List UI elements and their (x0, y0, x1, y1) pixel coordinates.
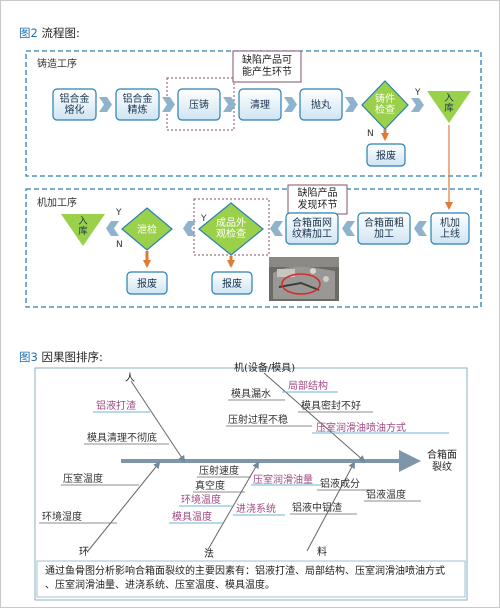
machining-storage-triangle: 入库 (61, 214, 105, 246)
step-al-refining: 铝合金精炼 (115, 88, 160, 121)
step-rough-machining: 合箱面粗加工 (357, 212, 411, 245)
step-shot-blasting-label: 抛丸 (311, 98, 331, 111)
category-machine: 机(设备/模具) (234, 361, 295, 374)
defect-found-text: 缺陷产品发现环节 (298, 186, 338, 211)
leak-yes-label: Y (115, 208, 122, 218)
step-cleaning: 清理 (238, 88, 282, 121)
defect-possible-callout (232, 50, 302, 83)
cause-chamber-temp: 压室温度 (63, 472, 103, 485)
casting-yes-label: Y (414, 88, 421, 98)
step-finish-machining-label: 合箱面网纹精加工 (292, 216, 332, 240)
casting-stage-label: 铸造工序 (37, 57, 77, 70)
casting-scrap-label: 报废 (376, 149, 396, 162)
step-rough-machining-label: 合箱面粗加工 (364, 216, 404, 240)
flow-chevron (411, 98, 424, 112)
machining-stage-label: 机加工序 (37, 196, 77, 209)
cause-vacuum: 真空度 (195, 479, 225, 492)
category-person: 人 (125, 372, 135, 384)
flow-chevron (162, 97, 175, 112)
flow-chevron (345, 97, 358, 112)
visual-inspection-diamond: 成品外观检查 (198, 202, 264, 256)
visual-inspection-label: 成品外观检查 (216, 217, 246, 240)
fishbone-head-arrow (399, 450, 421, 472)
casting-inspection-diamond: 铸件检查 (361, 80, 409, 130)
step-machining-entry: 机加上线 (430, 212, 470, 245)
flow-chevron (284, 97, 297, 112)
leak-scrap-label: 报废 (137, 277, 157, 290)
step-machining-entry-label: 机加上线 (440, 216, 460, 240)
figure3-title-text: 因果图排序: (41, 350, 103, 364)
cause-lube-spray-method: 压室润滑油喷油方式 (316, 421, 406, 434)
figure3-number: 图3 (19, 350, 38, 364)
category-material: 料 (317, 545, 327, 558)
cause-al-slag-content: 铝液中铝渣 (292, 501, 342, 514)
flow-chevron (99, 97, 112, 112)
leak-no-label: N (116, 240, 123, 250)
bone-method (205, 461, 260, 554)
step-shot-blasting: 抛丸 (299, 88, 343, 121)
step-al-melting: 铝合金熔化 (52, 88, 97, 121)
figure2-title-text: 流程图: (41, 26, 80, 40)
flow-chevron (106, 221, 119, 236)
casting-storage-label: 入库 (444, 93, 454, 114)
cause-mold-temp: 模具温度 (172, 510, 212, 523)
summary-text: 通过鱼骨图分析影响合箱面裂纹的主要因素有：铝液打渣、局部结构、压室润滑油喷油方式… (45, 564, 445, 591)
bone-machine (263, 372, 366, 463)
fishbone-head-label: 合箱面裂纹 (427, 448, 457, 473)
machining-stage-frame (25, 188, 482, 308)
leak-scrap: 报废 (126, 271, 168, 295)
leak-test-diamond: 泄检 (121, 207, 173, 251)
visual-scrap: 报废 (211, 271, 253, 295)
step-die-casting-label: 压铸 (189, 98, 209, 111)
visual-yes-label: Y (200, 214, 207, 224)
cause-ambient-humidity: 环境湿度 (42, 510, 82, 523)
casting-storage-triangle: 入库 (427, 91, 471, 123)
category-environment: 环 (79, 547, 89, 558)
flow-chevron (223, 97, 236, 112)
cause-ambient-temp: 环境温度 (181, 493, 221, 506)
summary-box (36, 560, 466, 598)
leak-test-label: 泄检 (137, 223, 157, 236)
figure2-title: 图2 流程图: (19, 25, 80, 41)
figure2-number: 图2 (19, 26, 38, 40)
bone-environment (87, 461, 161, 552)
casting-scrap: 报废 (366, 143, 406, 167)
step-al-melting-label: 铝合金熔化 (60, 92, 90, 116)
defect-possible-text: 缺陷产品可能产生环节 (242, 53, 292, 78)
cause-mold-leak: 模具漏水 (231, 388, 271, 400)
cause-local-structure: 局部结构 (288, 379, 328, 392)
flow-chevron (342, 221, 355, 236)
flow-chevron (183, 221, 196, 236)
step-die-casting: 压铸 (177, 88, 221, 121)
fishbone-frame (34, 367, 468, 601)
cause-mold-cleaning: 模具清理不彻底 (87, 431, 157, 444)
figure3-title: 图3 因果图排序: (19, 349, 103, 365)
machining-storage-label: 入库 (78, 216, 88, 237)
cause-mold-seal: 模具密封不好 (301, 399, 361, 412)
casting-inspection-label: 铸件检查 (375, 92, 395, 116)
cause-lube-amount: 压室润滑油量 (253, 473, 313, 486)
cause-injection-unstable: 压射过程不稳 (228, 413, 288, 426)
cause-al-composition: 铝液成分 (320, 477, 360, 490)
casting-no-label: N (367, 129, 374, 139)
cause-al-temperature: 铝液温度 (366, 488, 406, 501)
bone-person (130, 380, 186, 463)
flow-chevron (270, 221, 283, 236)
cause-gating-system: 进浇系统 (236, 502, 276, 515)
cause-injection-speed: 压射速度 (199, 464, 239, 477)
visual-scrap-label: 报废 (222, 277, 242, 290)
step-cleaning-label: 清理 (250, 98, 270, 111)
step-al-refining-label: 铝合金精炼 (123, 92, 153, 116)
category-method: 法 (204, 547, 214, 560)
bone-material (306, 461, 355, 552)
defect-photo (269, 257, 339, 301)
cause-al-slag-beating: 铝液打渣 (96, 399, 136, 412)
step-finish-machining: 合箱面网纹精加工 (285, 212, 339, 245)
flow-chevron (414, 221, 427, 236)
